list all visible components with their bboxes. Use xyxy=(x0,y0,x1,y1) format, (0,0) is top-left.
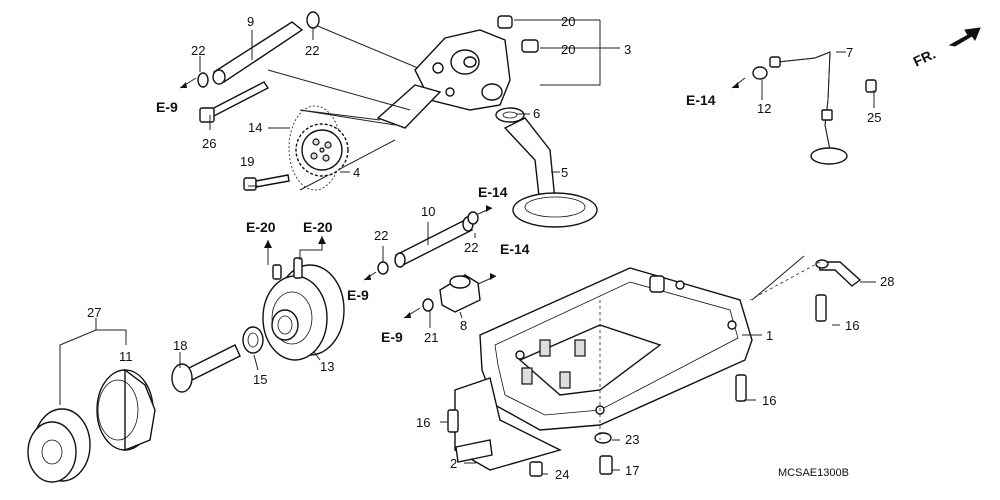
bolt-18 xyxy=(171,344,241,393)
part-label-4: 4 xyxy=(353,165,360,180)
oil-cooler-13 xyxy=(262,257,345,361)
part-label-27: 27 xyxy=(87,305,101,320)
ref-label-e20: E-20 xyxy=(246,219,276,235)
part-label-21: 21 xyxy=(424,330,438,345)
part-label-12: 12 xyxy=(757,101,771,116)
shaft-9 xyxy=(212,21,304,85)
sprocket-4 xyxy=(295,123,349,177)
part-label-5: 5 xyxy=(561,165,568,180)
bolt-16-left xyxy=(447,409,459,433)
direction-label: FR. xyxy=(911,46,938,70)
gasket-2 xyxy=(455,439,493,463)
part-label-20: 20 xyxy=(561,14,575,29)
ref-label-e9: E-9 xyxy=(381,329,403,345)
part-label-22: 22 xyxy=(191,43,205,58)
ref-label-e9: E-9 xyxy=(347,287,369,303)
part-label-1: 1 xyxy=(766,328,773,343)
seal-6 xyxy=(495,107,525,123)
part-label-8: 8 xyxy=(460,318,467,333)
part-label-26: 26 xyxy=(202,136,216,151)
part-label-22: 22 xyxy=(305,43,319,58)
oil-strainer-5 xyxy=(503,117,598,228)
ref-label-e20: E-20 xyxy=(303,219,333,235)
ref-label-e14: E-14 xyxy=(500,241,530,257)
part-label-16: 16 xyxy=(416,415,430,430)
drain-bolt-17 xyxy=(599,455,613,475)
bracket-28 xyxy=(815,259,862,287)
part-label-15: 15 xyxy=(253,372,267,387)
pipe-10 xyxy=(394,216,474,268)
forward-arrow-icon xyxy=(948,27,981,47)
filter-tool-27 xyxy=(27,408,91,483)
part-label-7: 7 xyxy=(846,45,853,60)
part-label-3: 3 xyxy=(624,42,631,57)
bolt-16-right xyxy=(735,374,747,402)
part-label-16: 16 xyxy=(845,318,859,333)
part-label-10: 10 xyxy=(421,204,435,219)
part-label-9: 9 xyxy=(247,14,254,29)
bolt-25 xyxy=(865,79,877,93)
oil-filter-11 xyxy=(96,368,156,452)
oil-pump-assembly xyxy=(376,15,539,129)
oil-pipe-7 xyxy=(752,51,848,165)
part-label-22: 22 xyxy=(374,228,388,243)
part-label-24: 24 xyxy=(555,467,569,482)
ref-label-e14: E-14 xyxy=(478,184,508,200)
ref-label-e9: E-9 xyxy=(156,99,178,115)
fitting-8 xyxy=(439,274,481,313)
o-ring-15 xyxy=(242,326,264,354)
part-label-2: 2 xyxy=(450,456,457,471)
washer-23 xyxy=(594,432,612,444)
part-label-16: 16 xyxy=(762,393,776,408)
bolt-26 xyxy=(199,81,270,123)
part-label-13: 13 xyxy=(320,359,334,374)
bolt-16-top xyxy=(815,294,827,322)
part-label-20: 20 xyxy=(561,42,575,57)
bolt-24 xyxy=(529,461,543,477)
part-label-6: 6 xyxy=(533,106,540,121)
diagram-code: MCSAE1300B xyxy=(778,467,849,479)
part-label-11: 11 xyxy=(119,349,133,364)
part-label-22: 22 xyxy=(464,240,478,255)
part-label-28: 28 xyxy=(880,274,894,289)
part-label-23: 23 xyxy=(625,432,639,447)
part-label-19: 19 xyxy=(240,154,254,169)
part-label-14: 14 xyxy=(248,120,262,135)
part-label-18: 18 xyxy=(173,338,187,353)
bolt-19 xyxy=(243,174,290,191)
ref-label-e14: E-14 xyxy=(686,92,716,108)
part-label-25: 25 xyxy=(867,110,881,125)
part-label-17: 17 xyxy=(625,463,639,478)
